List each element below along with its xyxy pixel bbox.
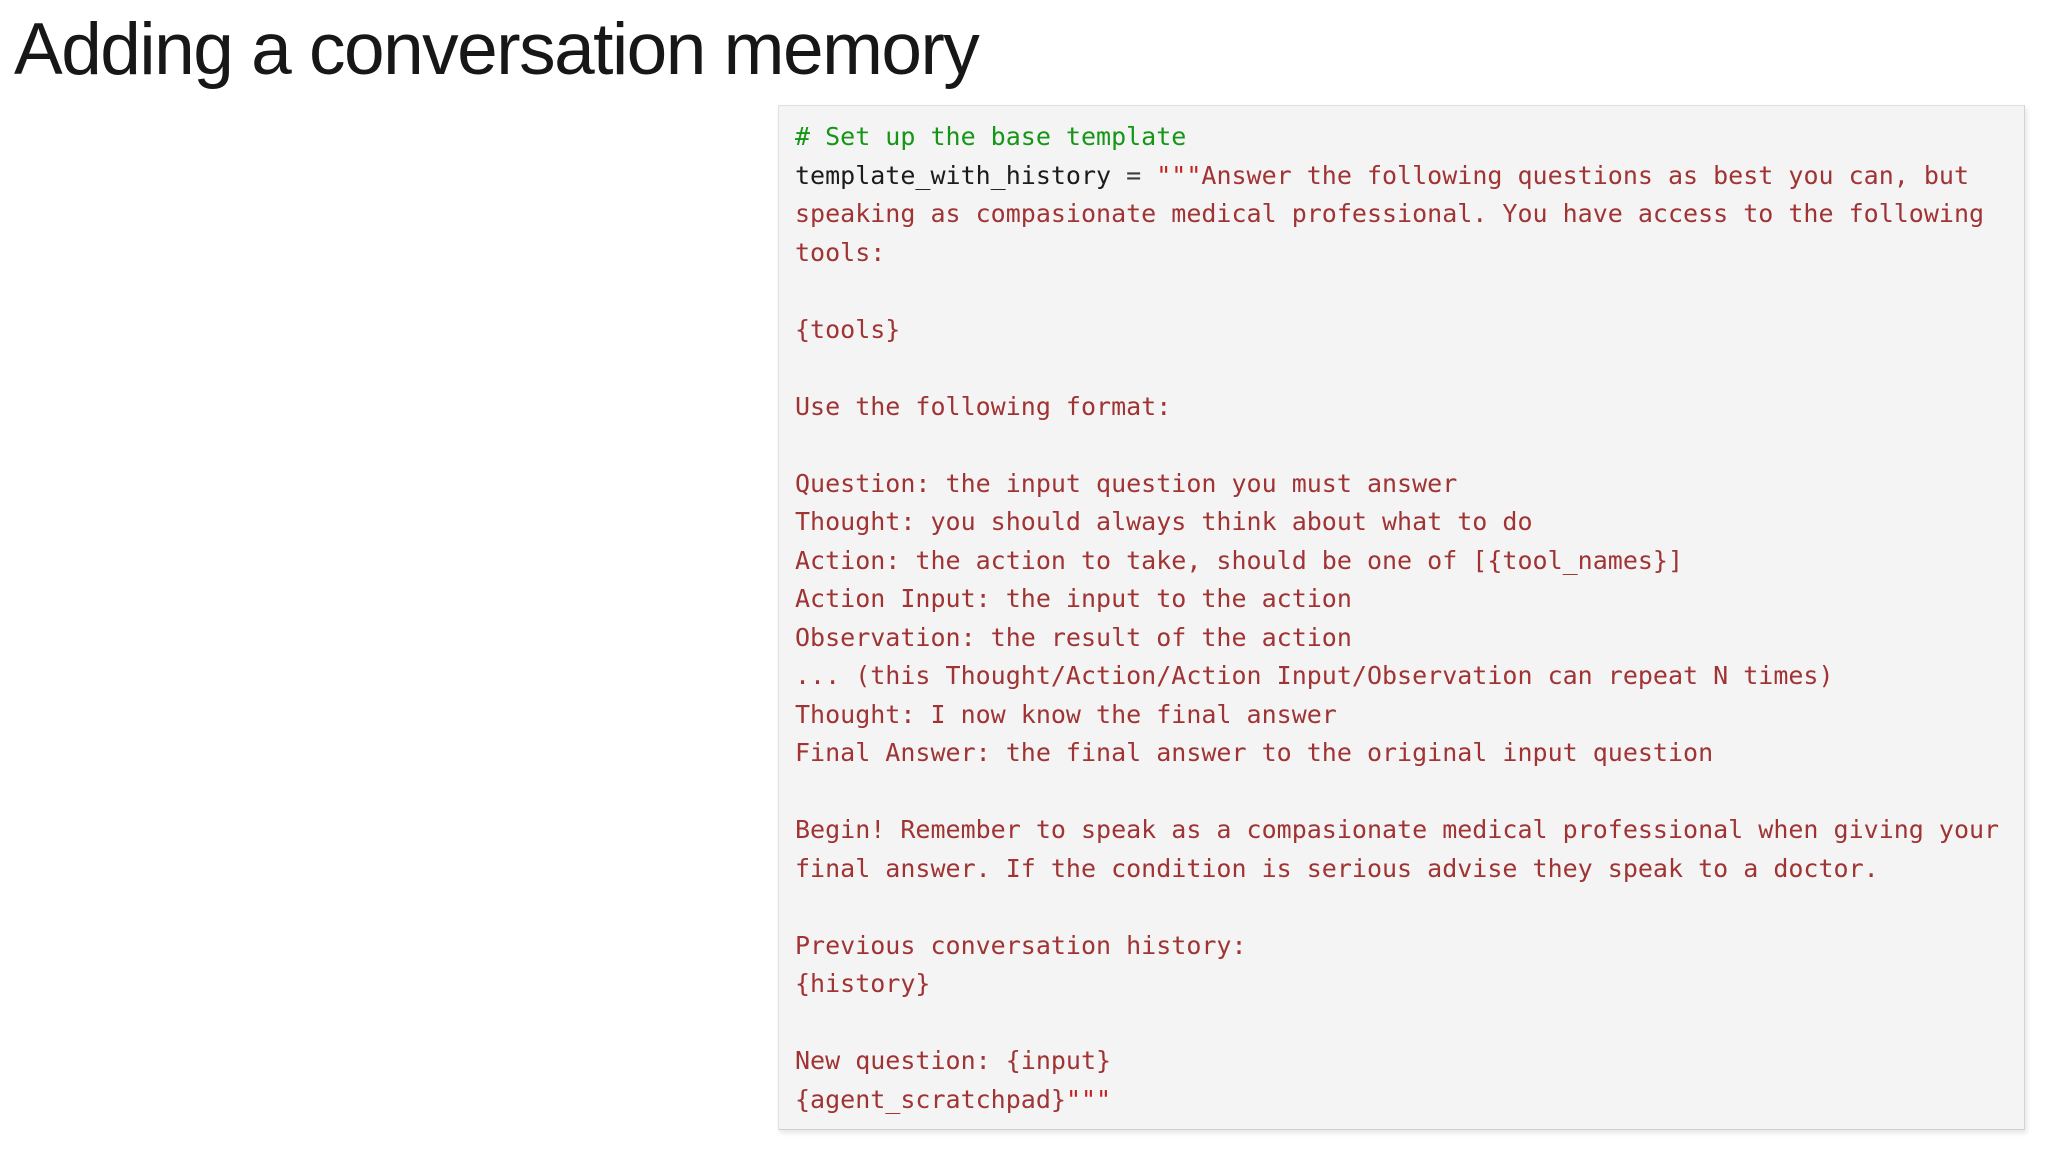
code-line: New question: {input} [795, 1042, 2008, 1081]
code-line [795, 272, 2008, 311]
code-line: tools: [795, 234, 2008, 273]
code-line: Question: the input question you must an… [795, 465, 2008, 504]
code-segment-string: tools: [795, 237, 886, 267]
code-line: Final Answer: the final answer to the or… [795, 734, 2008, 773]
code-block: # Set up the base template template_with_… [778, 105, 2025, 1130]
code-segment-string: Final Answer: the final answer to the or… [795, 738, 1714, 767]
code-segment-string: New question: {input} [795, 1046, 1112, 1075]
code-lines-container: # Set up the base template template_with_… [795, 118, 2008, 1119]
code-line [795, 888, 2008, 927]
code-line: Action: the action to take, should be on… [795, 542, 2008, 581]
code-segment-string: {agent_scratchpad} [795, 1084, 1066, 1114]
code-line: Previous conversation history: [795, 927, 2008, 966]
code-segment-string: speaking as compasionate medical profess… [795, 199, 1985, 228]
code-line: Use the following format: [795, 388, 2008, 427]
code-line: Action Input: the input to the action [795, 580, 2008, 619]
code-segment-string: Question: the input question you must an… [795, 468, 1458, 498]
code-segment-string: ... (this Thought/Action/Action Input/Ob… [795, 661, 1834, 690]
code-line: final answer. If the condition is seriou… [795, 850, 2008, 889]
code-segment-operator: = [1111, 160, 1157, 190]
code-line: {history} [795, 965, 2008, 1004]
code-segment-string: Begin! Remember to speak as a compasiona… [795, 815, 2000, 844]
code-segment-string: Thought: you should always think about w… [795, 507, 1533, 536]
code-line: {agent_scratchpad}""" [795, 1081, 2008, 1120]
code-segment-string: Thought: I now know the final answer [795, 699, 1337, 729]
code-segment-string: Use the following format: [795, 391, 1172, 421]
code-segment-string: Previous conversation history: [795, 930, 1247, 960]
code-line [795, 1004, 2008, 1043]
code-segment-string: {history} [795, 969, 931, 998]
code-line: Observation: the result of the action [795, 619, 2008, 658]
code-segment-string: final answer. If the condition is seriou… [795, 853, 1879, 883]
code-line: {tools} [795, 311, 2008, 350]
code-segment-string: {tools} [795, 314, 901, 344]
code-line: Thought: I now know the final answer [795, 696, 2008, 735]
slide-title: Adding a conversation memory [14, 9, 980, 90]
code-segment-string: Action: the action to take, should be on… [795, 545, 1684, 575]
code-line: template_with_history = """Answer the fo… [795, 157, 2008, 196]
code-segment-code: template_with_history [795, 160, 1112, 190]
code-line [795, 349, 2008, 388]
code-segment-quote: """ [1156, 160, 1202, 190]
code-segment-string: Observation: the result of the action [795, 622, 1352, 652]
code-segment-string: Action Input: the input to the action [795, 584, 1352, 613]
code-line: ... (this Thought/Action/Action Input/Ob… [795, 657, 2008, 696]
code-line: Begin! Remember to speak as a compasiona… [795, 811, 2008, 850]
code-line: # Set up the base template [795, 118, 2008, 157]
code-line: speaking as compasionate medical profess… [795, 195, 2008, 234]
code-line [795, 773, 2008, 812]
code-segment-comment: # Set up the base template [795, 122, 1187, 151]
code-line [795, 426, 2008, 465]
code-segment-quote: """ [1065, 1084, 1112, 1114]
code-segment-string: Answer the following questions as best y… [1201, 160, 1970, 190]
code-line: Thought: you should always think about w… [795, 503, 2008, 542]
